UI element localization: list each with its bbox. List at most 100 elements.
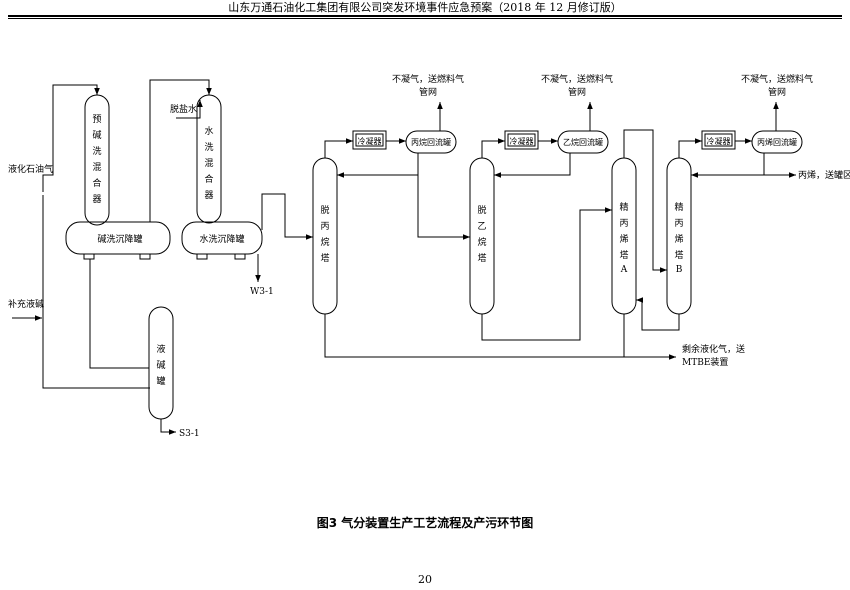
label-desalted-water: 脱盐水: [170, 103, 197, 115]
label-splitter-a-3: 塔: [619, 249, 628, 261]
water-settler-leg-1: [196, 253, 208, 260]
label-residual-lpg-2: MTBE装置: [682, 356, 728, 368]
label-splitter-a: 精 丙 烯 塔 A: [619, 201, 628, 275]
label-condenser-2: 冷凝器: [510, 136, 534, 146]
label-fuel-gas-2b: 管网: [568, 86, 586, 98]
header-rule-thick: [8, 15, 842, 17]
line-desalted-water: [176, 100, 203, 119]
line-s3-1: [160, 419, 176, 435]
label-fuel-gas-1b: 管网: [419, 86, 437, 98]
label-caustic-tank: 液 碱 罐: [156, 343, 165, 387]
label-fuel-gas-1a: 不凝气，送燃料气: [392, 73, 464, 85]
label-water-mixer: 水 洗 混 合 器: [204, 125, 213, 201]
label-deethanizer-2: 烷: [477, 236, 486, 248]
label-prewash-mixer-2: 洗: [92, 145, 101, 157]
label-splitter-a-0: 精: [619, 201, 628, 213]
label-caustic-tank-0: 液: [156, 343, 165, 355]
label-water-settler: 水洗沉降罐: [199, 233, 244, 245]
page-header: 山东万通石油化工集团有限公司突发环境事件应急预案（2018 年 12 月修订版）: [0, 0, 850, 18]
condenser-1-box: [352, 130, 387, 150]
label-splitter-b-3: 塔: [674, 249, 683, 261]
label-residual-lpg-1: 剩余液化气，送: [682, 343, 745, 355]
label-water-mixer-3: 合: [204, 173, 213, 185]
label-ethane-drum: 乙烷回流罐: [563, 137, 603, 147]
line-deethanizer-overhead: [481, 138, 505, 158]
label-fuel-gas-3b: 管网: [768, 86, 786, 98]
water-settler-drum: [181, 221, 263, 255]
header-title: 山东万通石油化工集团有限公司突发环境事件应急预案（2018 年 12 月修订版）: [228, 1, 622, 14]
label-water-mixer-0: 水: [204, 125, 213, 137]
condenser-3-inner: [704, 133, 733, 147]
caustic-settler-leg-2: [139, 253, 151, 260]
condenser-2-box: [504, 130, 539, 150]
label-caustic-settler: 碱洗沉降罐: [97, 233, 142, 245]
label-deethanizer-0: 脱: [477, 204, 486, 216]
label-condenser-3: 冷凝器: [707, 136, 731, 146]
label-prewash-mixer-1: 碱: [92, 130, 101, 141]
line-settler-to-depropanizer: [261, 193, 313, 240]
label-depropanizer-1: 丙: [320, 221, 329, 232]
condenser-2-inner: [507, 133, 536, 147]
label-splitter-a-2: 烯: [619, 233, 628, 245]
label-propylene-drum: 丙烯回流罐: [757, 137, 797, 147]
label-caustic-tank-2: 罐: [156, 375, 165, 387]
label-depropanizer: 脱 丙 烷 塔: [320, 204, 329, 264]
label-deethanizer: 脱 乙 烷 塔: [477, 204, 486, 264]
propane-drum: [405, 130, 457, 154]
label-water-mixer-2: 混: [204, 158, 213, 169]
label-splitter-b-1: 丙: [674, 218, 683, 229]
label-w3-1: W3-1: [250, 287, 274, 297]
deethanizer-column: [469, 157, 495, 315]
prewash-mixer-vessel: [84, 94, 110, 226]
label-splitter-a-1: 丙: [619, 218, 628, 229]
line-b-bottom-to-a: [636, 297, 680, 331]
line-propane-to-deethanizer: [417, 175, 470, 240]
label-water-mixer-4: 器: [204, 190, 213, 201]
label-splitter-b-4: B: [676, 265, 683, 275]
label-depropanizer-3: 塔: [320, 252, 329, 264]
label-prewash-mixer: 预 碱 洗 混 合 器: [92, 114, 101, 205]
label-depropanizer-0: 脱: [320, 204, 329, 216]
label-lpg-feed: 液化石油气: [8, 163, 53, 175]
label-water-mixer-1: 洗: [204, 141, 213, 153]
label-prewash-mixer-5: 器: [92, 194, 101, 205]
label-fuel-gas-2a: 不凝气，送燃料气: [541, 73, 613, 85]
label-splitter-b: 精 丙 烯 塔 B: [674, 201, 683, 275]
line-b-overhead: [678, 138, 702, 158]
figure-caption: 图3 气分装置生产工艺流程及产污环节图: [316, 516, 534, 530]
label-condenser-1: 冷凝器: [358, 136, 382, 146]
line-propane-reflux: [337, 153, 419, 178]
line-settler-to-water-mixer: [149, 79, 212, 222]
propylene-drum: [751, 130, 803, 154]
condenser-1-inner: [355, 133, 384, 147]
line-settler-to-tank: [89, 259, 149, 369]
label-makeup-caustic: 补充液碱: [8, 298, 44, 310]
label-splitter-b-0: 精: [674, 201, 683, 213]
label-prewash-mixer-0: 预: [92, 114, 101, 125]
depropanizer-column: [312, 157, 338, 315]
line-deethanizer-bottom: [481, 207, 612, 341]
ethane-drum: [557, 130, 609, 154]
line-ethane-reflux: [494, 153, 571, 178]
label-prewash-mixer-4: 合: [92, 177, 101, 189]
caustic-settler-drum: [65, 221, 171, 255]
label-caustic-tank-1: 碱: [156, 360, 165, 371]
line-depropanizer-overhead: [324, 138, 353, 158]
header-rule-thin: [8, 18, 842, 19]
label-splitter-a-4: A: [620, 265, 628, 275]
condenser-3-box: [701, 130, 736, 150]
label-depropanizer-2: 烷: [320, 236, 329, 248]
label-deethanizer-1: 乙: [477, 221, 486, 232]
page-number: 20: [418, 573, 432, 586]
line-caustic-recycle: [42, 195, 150, 389]
water-mixer-vessel: [196, 94, 222, 224]
label-s3-1: S3-1: [179, 429, 200, 439]
label-fuel-gas-3a: 不凝气，送燃料气: [741, 73, 813, 85]
water-settler-leg-2: [234, 253, 246, 260]
label-prewash-mixer-3: 混: [92, 162, 101, 173]
line-lpg-feed: [42, 84, 100, 192]
caustic-settler-leg-1: [83, 253, 95, 260]
line-a-overhead-to-b: [623, 129, 667, 273]
label-propylene-product: 丙烯，送罐区: [798, 169, 850, 181]
